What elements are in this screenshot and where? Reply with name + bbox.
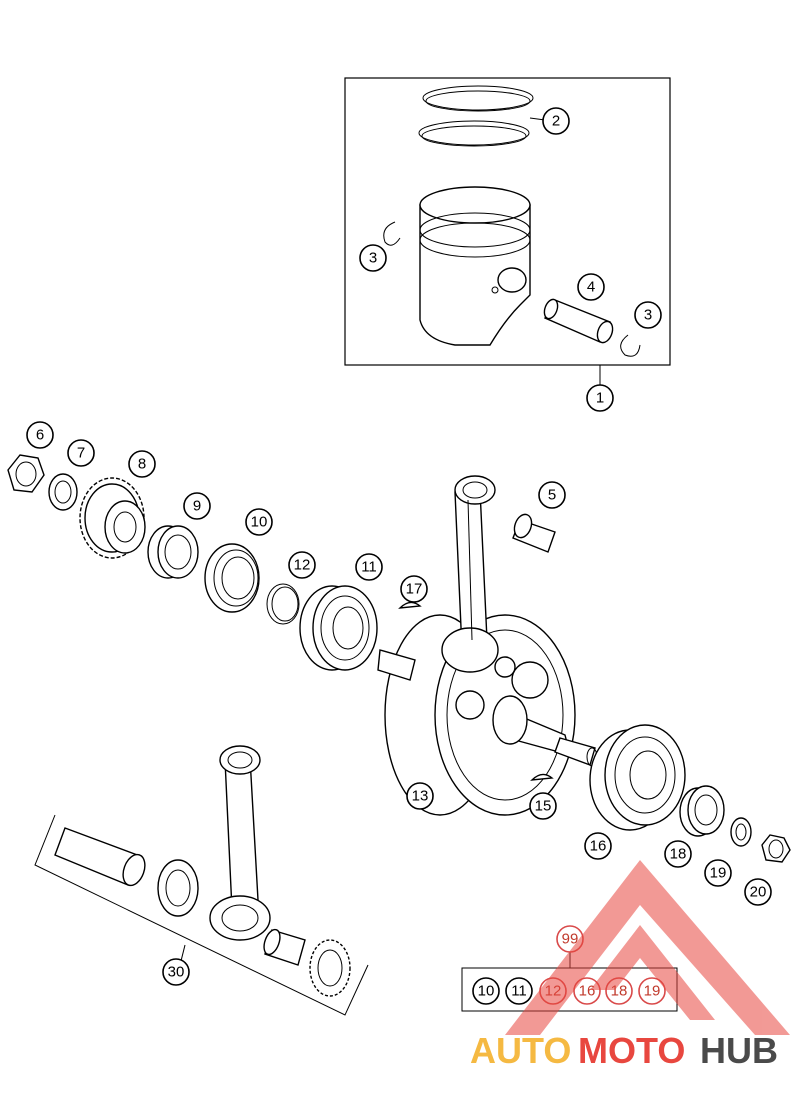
svg-text:5: 5 — [548, 487, 556, 504]
watermark-logo-mark — [505, 860, 790, 1035]
small-end-bearing — [512, 513, 556, 553]
svg-text:19: 19 — [644, 983, 661, 1000]
piston-rings — [418, 85, 546, 147]
crankshaft-nut — [7, 454, 45, 493]
watermark-hub: HUB — [700, 1030, 778, 1071]
callout-5: 5 — [538, 481, 566, 509]
callout-6: 6 — [26, 421, 54, 449]
callout-13: 13 — [406, 782, 434, 810]
svg-text:7: 7 — [77, 445, 85, 462]
woodruff-key-lower — [530, 773, 554, 781]
callout-20: 20 — [744, 878, 772, 906]
conrod-kit-parts — [54, 745, 351, 997]
o-ring — [266, 583, 300, 625]
watermark-moto: MOTO — [578, 1030, 685, 1071]
svg-text:3: 3 — [369, 250, 377, 267]
conrod-kit-frame — [34, 814, 369, 1016]
svg-text:10: 10 — [251, 514, 268, 531]
callout-2: 2 — [542, 107, 570, 135]
piston — [419, 186, 531, 346]
callout-15: 15 — [529, 792, 557, 820]
callout-3-left: 3 — [359, 244, 387, 272]
svg-text:17: 17 — [406, 581, 423, 598]
svg-text:18: 18 — [670, 846, 687, 863]
svg-text:16: 16 — [579, 983, 596, 1000]
svg-text:11: 11 — [511, 983, 527, 1000]
callout-17: 17 — [400, 575, 428, 603]
svg-text:19: 19 — [710, 865, 727, 882]
svg-text:2: 2 — [552, 113, 560, 130]
svg-text:3: 3 — [644, 307, 652, 324]
piston-pin — [543, 298, 614, 344]
shaft-seal — [204, 543, 260, 613]
washer-right — [730, 817, 752, 847]
callout-30: 30 — [162, 958, 190, 986]
crankshaft-assembly — [377, 475, 598, 816]
kit-item-11: 11 — [505, 977, 533, 1005]
svg-text:11: 11 — [361, 559, 377, 576]
callout-9: 9 — [183, 492, 211, 520]
main-bearing-left — [299, 585, 378, 671]
svg-text:16: 16 — [590, 838, 607, 855]
callout-11: 11 — [355, 553, 383, 581]
svg-text:9: 9 — [193, 498, 201, 515]
callout-12: 12 — [288, 551, 316, 579]
kit-item-19: 19 — [638, 977, 666, 1005]
kit-item-10: 10 — [472, 977, 500, 1005]
svg-text:8: 8 — [138, 456, 146, 473]
svg-text:4: 4 — [587, 279, 595, 296]
kit-item-16: 16 — [573, 977, 601, 1005]
woodruff-key-upper — [398, 601, 422, 609]
callout-4: 4 — [577, 273, 605, 301]
svg-text:6: 6 — [36, 427, 44, 444]
svg-text:1: 1 — [596, 390, 604, 407]
svg-text:30: 30 — [168, 964, 185, 981]
svg-text:20: 20 — [750, 884, 767, 901]
callout-1: 1 — [586, 384, 614, 412]
svg-text:12: 12 — [294, 557, 311, 574]
callout-18: 18 — [664, 840, 692, 868]
watermark-text: AUTO MOTO HUB — [470, 1030, 778, 1071]
spacer-ring — [147, 525, 199, 579]
shaft-seal-right — [679, 785, 725, 837]
lock-washer — [48, 473, 78, 511]
svg-text:10: 10 — [478, 983, 495, 1000]
primary-gear — [79, 477, 146, 559]
svg-text:15: 15 — [535, 798, 552, 815]
callout-16: 16 — [584, 832, 612, 860]
callout-8: 8 — [128, 450, 156, 478]
watermark-auto: AUTO — [470, 1030, 571, 1071]
circlips — [383, 221, 641, 357]
svg-text:13: 13 — [412, 788, 429, 805]
nut-right — [761, 834, 791, 863]
callout-19: 19 — [704, 859, 732, 887]
callout-7: 7 — [67, 439, 95, 467]
main-bearing-right — [589, 724, 686, 831]
watermark-logo — [505, 860, 790, 1035]
callout-10: 10 — [245, 508, 273, 536]
piston-kit-frame — [344, 77, 671, 366]
svg-text:99: 99 — [562, 931, 579, 948]
callout-3-right: 3 — [634, 301, 662, 329]
